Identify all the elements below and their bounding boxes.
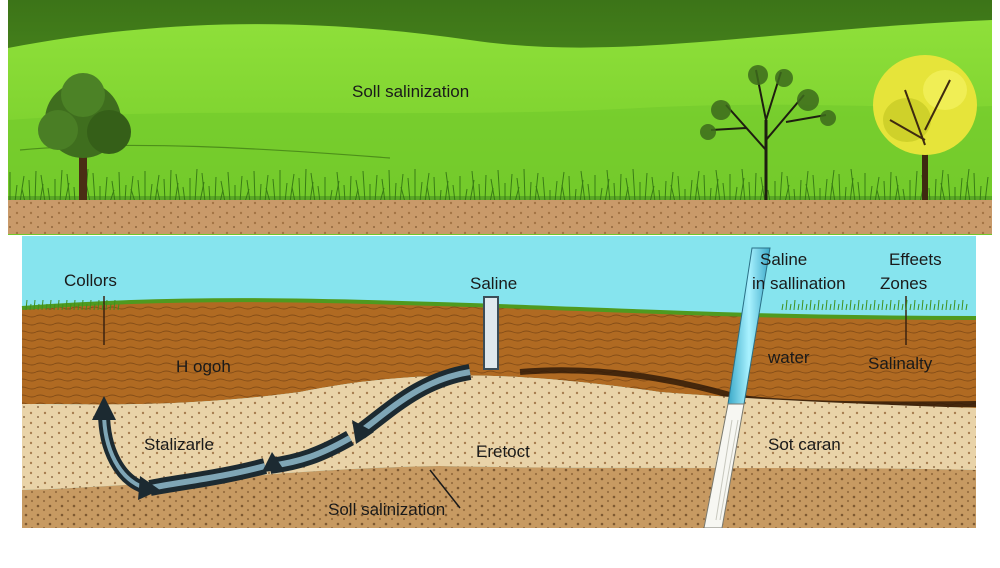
label-hogoh: H ogoh (176, 357, 231, 376)
label-water: water (768, 348, 810, 367)
diagram-title: Soll salinization (352, 82, 470, 101)
tree-icon (38, 73, 131, 200)
yellow-tree-icon (873, 55, 977, 200)
label-bottom-title: Soll salinization (328, 500, 446, 519)
label-collors: Collors (64, 271, 117, 290)
label-saline-right: Saline (760, 250, 808, 269)
label-effeets: Effeets (889, 250, 942, 269)
bare-tree-icon (700, 65, 836, 200)
label-in-sallination: in sallination (752, 274, 846, 293)
label-zones: Zones (880, 274, 928, 293)
label-salinalty: Salinalty (868, 354, 933, 373)
label-stalizarle: Stalizarle (144, 435, 214, 454)
well-icon (703, 247, 771, 529)
label-saline-center: Saline (470, 274, 518, 293)
label-eretoct: Eretoct (476, 442, 530, 461)
flow-arrow-icon (92, 364, 472, 500)
pipe-icon (470, 296, 528, 376)
bottom-pointer (429, 469, 461, 509)
label-sot-caran: Sot caran (768, 435, 841, 454)
